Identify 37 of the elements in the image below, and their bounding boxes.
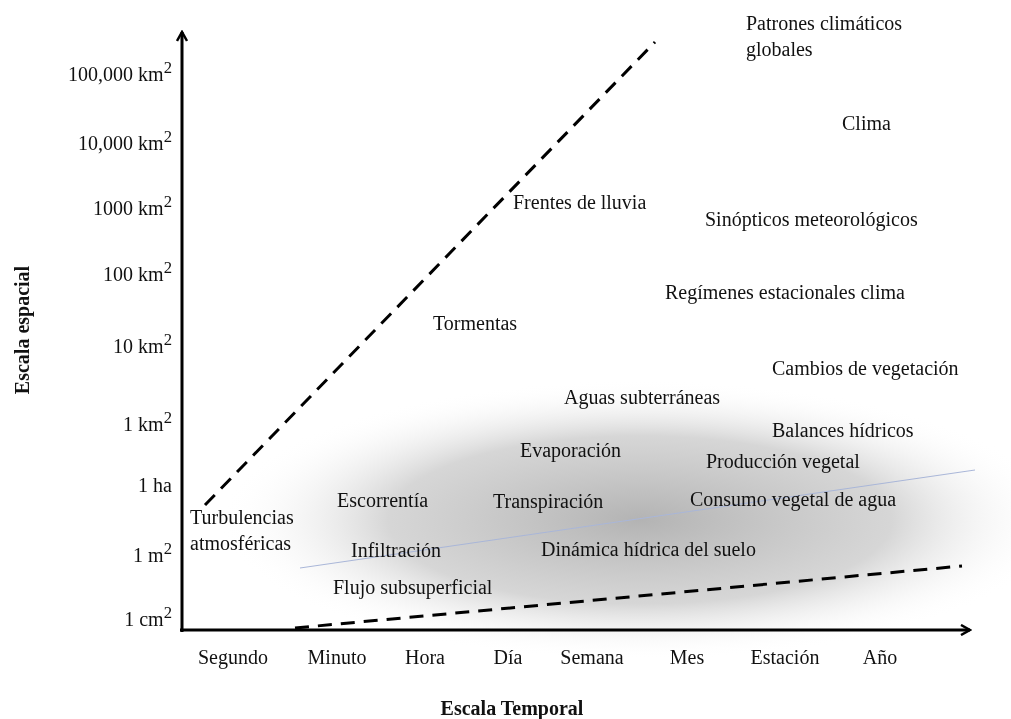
axis-tick-label: Minuto: [307, 645, 367, 670]
axis-tick-label: 1 km$^{2}$: [123, 407, 172, 437]
process-label: Flujo subsuperficial: [333, 575, 493, 600]
axis-tick-label: Hora: [405, 645, 445, 670]
axis-tick-label: Mes: [669, 645, 705, 670]
process-label: Tormentas: [433, 311, 518, 336]
process-label: Consumo vegetal de agua: [690, 487, 897, 512]
process-label: Cambios de vegetación: [772, 356, 959, 381]
process-label: Infiltración: [351, 538, 441, 563]
axis-title: Escala Temporal: [440, 696, 584, 719]
process-label: Aguas subterráneas: [564, 385, 721, 410]
process-label: Turbulencias atmosféricas: [190, 505, 295, 556]
axis-tick-label: Año: [862, 645, 898, 670]
process-label: Patrones climáticos globales: [746, 11, 904, 62]
axis-tick-label: 10,000 km$^{2}$: [78, 126, 172, 156]
axis-tick-label: Segundo: [198, 645, 268, 670]
process-label: Evaporación: [520, 438, 622, 463]
axis-title: Escala espacial: [10, 265, 35, 395]
axis-tick-label: Día: [493, 645, 523, 670]
axis-tick-label: 100 km$^{2}$: [103, 257, 172, 287]
process-label: Escorrentía: [337, 488, 429, 513]
process-label: Dinámica hídrica del suelo: [541, 537, 756, 562]
process-label: Frentes de lluvia: [513, 190, 647, 215]
axis-tick-label: 1 ha: [138, 473, 172, 498]
process-label: Regímenes estacionales clima: [665, 280, 905, 305]
process-label: Clima: [842, 111, 891, 136]
axis-tick-label: 1 cm$^{2}$: [124, 602, 172, 632]
process-label: Balances hídricos: [772, 418, 914, 443]
axis-tick-label: 1 m$^{2}$: [133, 538, 172, 568]
process-label: Producción vegetal: [706, 449, 860, 474]
axis-tick-label: 1000 km$^{2}$: [93, 191, 172, 221]
process-label: Transpiración: [493, 489, 604, 514]
axis-tick-label: 10 km$^{2}$: [113, 329, 172, 359]
axis-tick-label: Semana: [560, 645, 624, 670]
axis-tick-label: Estación: [750, 645, 820, 670]
axis-tick-label: 100,000 km$^{2}$: [68, 57, 172, 87]
process-label: Sinópticos meteorológicos: [705, 207, 918, 232]
